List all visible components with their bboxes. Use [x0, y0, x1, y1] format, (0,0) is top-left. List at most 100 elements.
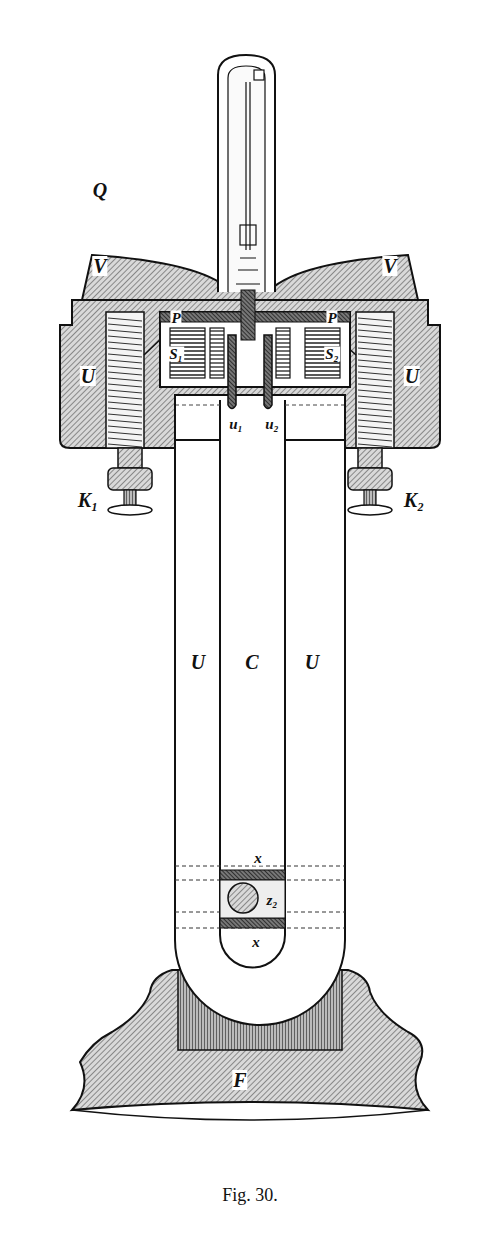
drawing-stroke — [358, 336, 392, 339]
drawing-stroke — [124, 490, 136, 506]
drawing-stroke — [170, 334, 205, 335]
drawing-stroke — [305, 342, 340, 343]
drawing-stroke — [358, 330, 392, 333]
drawing-stroke — [108, 390, 142, 393]
drawing-stroke — [170, 330, 205, 331]
drawing-stroke — [348, 468, 392, 490]
drawing-stroke — [108, 318, 142, 321]
drawing-stroke — [228, 335, 236, 409]
drawing-stroke — [108, 360, 142, 363]
part-letter: U — [404, 366, 420, 386]
drawing-stroke — [358, 384, 392, 387]
drawing-stroke — [305, 328, 340, 378]
drawing-stroke — [236, 258, 260, 284]
drawing-stroke — [276, 370, 290, 371]
drawing-stroke — [108, 366, 142, 369]
terminal-k1 — [108, 448, 152, 515]
drawing-stroke — [106, 312, 144, 448]
part-letter: u₁ — [228, 417, 244, 432]
drawing-stroke — [358, 318, 392, 321]
drawing-stroke — [276, 338, 290, 339]
drawing-stroke — [276, 330, 290, 331]
part-letter: x — [251, 935, 261, 950]
drawing-stroke — [358, 414, 392, 417]
drawing-stroke — [220, 870, 285, 880]
drawing-stroke — [305, 374, 340, 375]
drawing-stroke — [240, 225, 256, 245]
drawing-stroke — [305, 338, 340, 339]
drawing-stroke — [276, 358, 290, 359]
drawing-stroke — [358, 420, 392, 423]
part-letter: V — [382, 256, 397, 276]
electrodes — [228, 335, 272, 409]
drawing-stroke — [108, 372, 142, 375]
part-letter: U — [80, 366, 96, 386]
drawing-stroke — [358, 378, 392, 381]
drawing-stroke — [358, 408, 392, 411]
drawing-stroke — [364, 490, 376, 506]
drawing-stroke — [210, 330, 224, 331]
drawing-stroke — [175, 866, 345, 928]
drawing-stroke — [305, 370, 340, 371]
drawing-stroke — [276, 354, 290, 355]
terminal-k2 — [348, 448, 392, 515]
drawing-stroke — [108, 384, 142, 387]
drawing-stroke — [356, 312, 394, 448]
drawing-stroke — [348, 505, 392, 515]
drawing-stroke — [210, 334, 224, 335]
drawing-stroke — [175, 405, 345, 440]
part-letter: u₂ — [264, 417, 280, 432]
drawing-stroke — [108, 396, 142, 399]
drawing-stroke — [218, 55, 275, 292]
drawing-stroke — [358, 342, 392, 345]
drawing-stroke — [276, 334, 290, 335]
u-tube — [175, 400, 345, 1025]
drawing-stroke — [210, 328, 224, 378]
drawing-stroke — [210, 370, 224, 371]
drawing-stroke — [210, 374, 224, 375]
drawing-stroke — [228, 66, 265, 292]
drawing-stroke — [108, 432, 142, 435]
drawing-stroke — [358, 438, 392, 441]
drawing-stroke — [170, 374, 205, 375]
drawing-stroke — [276, 342, 290, 343]
drawing-stroke — [358, 348, 392, 351]
drawing-stroke — [108, 342, 142, 345]
part-letter: S₂ — [324, 347, 340, 362]
drawing-stroke — [358, 444, 392, 447]
drawing-stroke — [276, 362, 290, 363]
drawing-stroke — [358, 372, 392, 375]
drawing-stroke — [358, 366, 392, 369]
drawing-stroke — [108, 468, 152, 490]
drawing-stroke — [210, 358, 224, 359]
drawing-stroke — [358, 324, 392, 327]
drawing-stroke — [108, 402, 142, 405]
part-letter: z₂ — [265, 893, 278, 908]
drawing-stroke — [108, 505, 152, 515]
drawing-stroke — [276, 328, 290, 378]
part-letter: U — [190, 652, 206, 672]
part-letter: C — [244, 652, 259, 672]
drawing-stroke — [210, 366, 224, 367]
drawing-stroke — [276, 350, 290, 351]
drawing-stroke — [108, 420, 142, 423]
drawing-stroke — [108, 444, 142, 447]
drawing-stroke — [170, 366, 205, 367]
drawing-stroke — [305, 330, 340, 331]
drawing-stroke — [108, 324, 142, 327]
drawing-stroke — [358, 426, 392, 429]
drawing-stroke — [358, 432, 392, 435]
drawing-stroke — [276, 374, 290, 375]
drawing-stroke — [108, 348, 142, 351]
drawing-stroke — [108, 408, 142, 411]
part-letter: P — [326, 311, 337, 326]
drawing-stroke — [108, 336, 142, 339]
part-letter: x — [253, 851, 263, 866]
drawing-stroke — [358, 360, 392, 363]
drawing-stroke — [108, 438, 142, 441]
drawing-stroke — [108, 414, 142, 417]
drawing-stroke — [210, 338, 224, 339]
drawing-stroke — [210, 346, 224, 347]
